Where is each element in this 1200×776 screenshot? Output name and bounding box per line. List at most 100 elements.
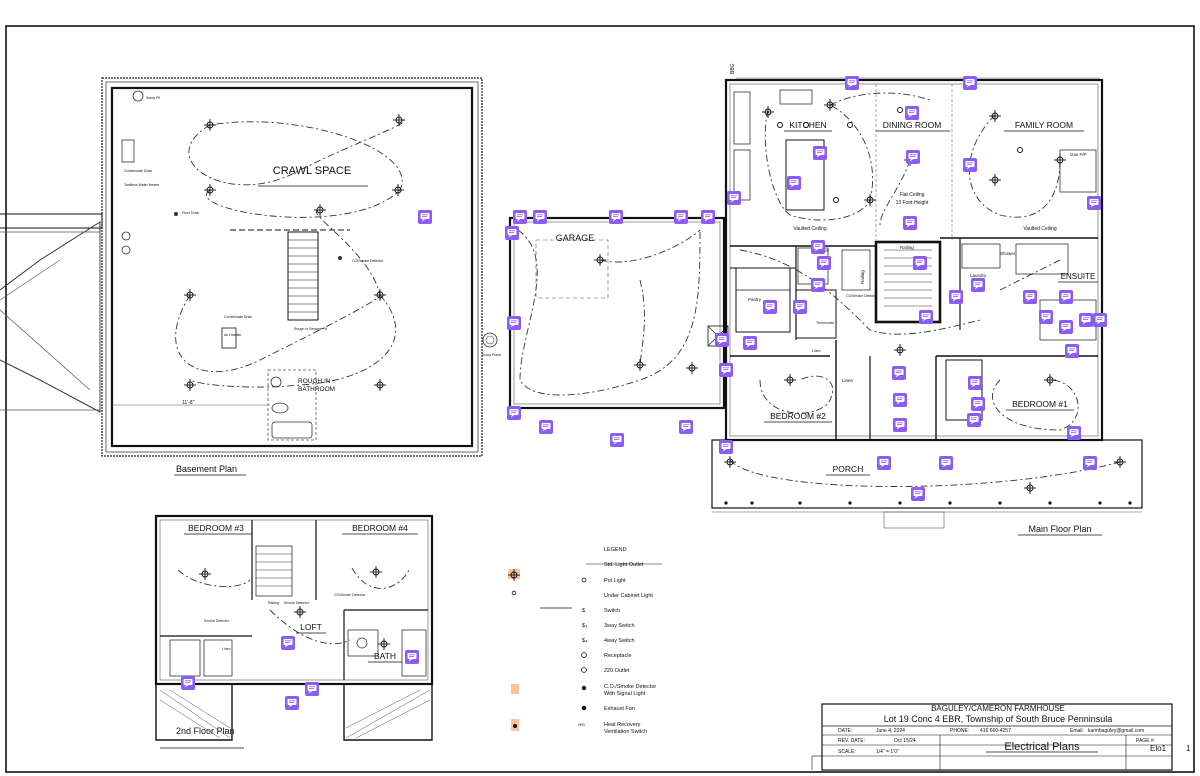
basement-label-condensate: Condensate Drain — [124, 169, 152, 173]
comment-icon[interactable] — [608, 209, 624, 225]
room-bedroom-2: BEDROOM #2 — [770, 411, 826, 421]
legend-item-220: 220 Outlet — [604, 668, 630, 674]
comment-icon[interactable] — [673, 209, 689, 225]
comment-icon[interactable] — [1092, 312, 1108, 328]
main-label-vaulted-2: Vaulted Ceiling — [1023, 226, 1056, 232]
main-plan-title: Main Floor Plan — [1028, 524, 1091, 534]
comment-icon[interactable] — [726, 190, 742, 206]
main-label-laundry: Laundry — [970, 273, 987, 278]
main-label-vaulted-1: Vaulted Ceiling — [793, 226, 826, 232]
comment-icon[interactable] — [816, 255, 832, 271]
comment-icon[interactable] — [1022, 289, 1038, 305]
legend-item-4way: 4way Switch — [604, 638, 635, 644]
legend: LEGEND Std. Light Outlet Pot Light Under… — [507, 547, 662, 735]
main-label-linen-1: Linen — [842, 378, 854, 383]
comment-icon[interactable] — [905, 149, 921, 165]
room-porch: PORCH — [833, 464, 864, 474]
comment-icon[interactable] — [810, 239, 826, 255]
second-label-linen: Linen — [222, 647, 231, 651]
main-label-railing-1: Railing — [900, 245, 914, 250]
svg-text:$₃: $₃ — [582, 623, 587, 629]
page-extra: 1 — [1186, 744, 1191, 753]
comment-icon[interactable] — [812, 145, 828, 161]
comment-icon[interactable] — [938, 455, 954, 471]
comment-icon[interactable] — [678, 419, 694, 435]
exhaust-fan-icon — [581, 705, 587, 711]
comment-icon[interactable] — [718, 362, 734, 378]
phone-label: PHONE: — [950, 728, 969, 734]
legend-item-3way: 3way Switch — [604, 623, 635, 629]
comment-icon[interactable] — [417, 209, 433, 225]
basement-label-co-smoke: CO/Smoke Detector — [352, 259, 384, 263]
sheet-border — [5, 25, 1195, 773]
basement-plan: CRAWL SPACE ROUGH IN BATHROOM Sump Pit C… — [0, 77, 483, 476]
main-label-linen-2: Linen — [812, 349, 821, 353]
room-kitchen: KITCHEN — [789, 120, 826, 130]
comment-icon[interactable] — [904, 105, 920, 121]
comment-icon[interactable] — [280, 635, 296, 651]
comment-icon[interactable] — [1058, 289, 1074, 305]
main-label-gas-fp: Gas F/P — [1070, 152, 1087, 157]
comment-icon[interactable] — [714, 332, 730, 348]
comment-icon[interactable] — [762, 299, 778, 315]
comment-icon[interactable] — [962, 75, 978, 91]
main-label-shower-1: Shower — [1000, 251, 1016, 256]
comment-icon[interactable] — [966, 412, 982, 428]
comment-icon[interactable] — [1066, 425, 1082, 441]
comment-icon[interactable] — [504, 225, 520, 241]
basement-plan-title: Basement Plan — [176, 464, 237, 474]
svg-text:BBG: BBG — [730, 63, 736, 74]
email-value: karinbaguley@gmail.com — [1088, 728, 1144, 734]
comment-icon[interactable] — [970, 396, 986, 412]
comment-icon[interactable] — [892, 417, 908, 433]
room-bedroom-1: BEDROOM #1 — [1012, 399, 1068, 409]
comment-icon[interactable] — [786, 175, 802, 191]
comment-icon[interactable] — [967, 375, 983, 391]
comment-icon[interactable] — [1058, 319, 1074, 335]
comment-icon[interactable] — [910, 486, 926, 502]
comment-icon[interactable] — [284, 695, 300, 711]
comment-icon[interactable] — [902, 215, 918, 231]
date-label: DATE: — [838, 728, 852, 734]
basement-label-water-heater: Tankless Water Heater — [124, 183, 160, 187]
main-label-flat-ceiling: Flat Ceiling — [899, 192, 924, 198]
comment-icon[interactable] — [532, 209, 548, 225]
comment-icon[interactable] — [792, 299, 808, 315]
comment-icon[interactable] — [892, 392, 908, 408]
comment-icon[interactable] — [609, 432, 625, 448]
main-floor-plan: KITCHEN DINING ROOM FAMILY ROOM ENSUITE … — [711, 63, 1143, 536]
comment-icon[interactable] — [1086, 195, 1102, 211]
room-family: FAMILY ROOM — [1015, 120, 1073, 130]
comment-icon[interactable] — [962, 157, 978, 173]
page-number: Elo1 — [1150, 744, 1167, 753]
comment-icon[interactable] — [1038, 309, 1054, 325]
legend-item-exhaust: Exhaust Fan — [604, 706, 635, 712]
comment-icon[interactable] — [180, 675, 196, 691]
title-block: BAGULEY/CAMERON FARMHOUSE Lot 19 Conc 4 … — [811, 703, 1191, 771]
comment-icon[interactable] — [1064, 343, 1080, 359]
comment-icon[interactable] — [538, 419, 554, 435]
comment-icon[interactable] — [506, 315, 522, 331]
comment-icon[interactable] — [876, 455, 892, 471]
legend-item-hrv-line2: Ventilation Switch — [604, 729, 647, 735]
comment-icon[interactable] — [810, 277, 826, 293]
comment-icon[interactable] — [404, 649, 420, 665]
comment-icon[interactable] — [506, 405, 522, 421]
comment-icon[interactable] — [918, 309, 934, 325]
comment-icon[interactable] — [1078, 312, 1094, 328]
comment-icon[interactable] — [891, 365, 907, 381]
comment-icon[interactable] — [718, 439, 734, 455]
comment-icon[interactable] — [742, 335, 758, 351]
comment-icon[interactable] — [700, 209, 716, 225]
comment-icon[interactable] — [844, 75, 860, 91]
basement-label-condensate-2: Condensate Drain — [224, 315, 252, 319]
room-bedroom-4: BEDROOM #4 — [352, 523, 408, 533]
comment-icon[interactable] — [304, 681, 320, 697]
comment-icon[interactable] — [912, 255, 928, 271]
comment-icon[interactable] — [948, 289, 964, 305]
svg-text:$₄: $₄ — [582, 638, 588, 644]
comment-icon[interactable] — [1082, 455, 1098, 471]
room-bath: BATH — [374, 651, 396, 661]
comment-icon[interactable] — [512, 209, 528, 225]
comment-icon[interactable] — [970, 277, 986, 293]
